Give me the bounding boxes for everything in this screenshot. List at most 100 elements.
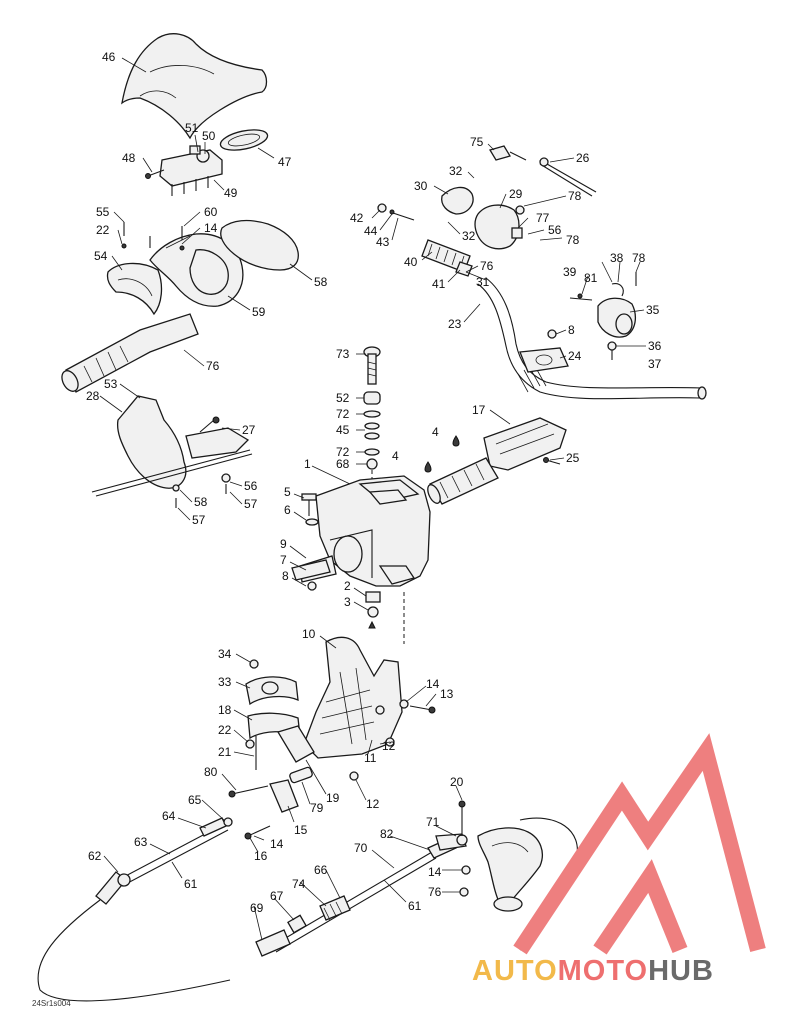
callout-39: 39 <box>563 265 577 279</box>
callout-21: 21 <box>218 745 232 759</box>
callout-5: 5 <box>284 485 291 499</box>
watermark-logo: AUTOMOTOHUB <box>472 733 766 987</box>
callout-48: 48 <box>122 151 136 165</box>
part-50-51-switch-small <box>189 145 210 163</box>
part-53-28-bracket <box>91 395 253 497</box>
part-19-79-linkage <box>277 725 315 784</box>
callout-63: 63 <box>134 835 148 849</box>
callout-24: 24 <box>568 349 582 363</box>
watermark-text-hub: HUB <box>648 955 714 987</box>
callout-18: 18 <box>218 703 232 717</box>
callout-76a: 76 <box>480 259 494 273</box>
callout-75: 75 <box>470 135 484 149</box>
part-48-screw <box>145 169 165 179</box>
callout-2: 2 <box>344 579 351 593</box>
callout-38: 38 <box>610 251 624 265</box>
callout-82: 82 <box>380 827 394 841</box>
callout-76b: 76 <box>206 359 220 373</box>
callout-37: 37 <box>648 357 662 371</box>
part-12-nut <box>349 771 359 781</box>
callout-65: 65 <box>188 793 202 807</box>
callout-41: 41 <box>432 277 446 291</box>
callout-40: 40 <box>404 255 418 269</box>
callout-14b: 14 <box>426 677 440 691</box>
part-61-throttle-cable <box>37 817 231 1002</box>
callout-51: 51 <box>185 121 199 135</box>
callout-72a: 72 <box>336 407 350 421</box>
callout-44: 44 <box>364 224 378 238</box>
callout-4a: 4 <box>432 425 439 439</box>
part-65-nut <box>223 817 233 827</box>
callout-59: 59 <box>252 305 266 319</box>
callout-58: 58 <box>314 275 328 289</box>
callout-leaders <box>99 57 646 941</box>
callout-61a: 61 <box>184 877 198 891</box>
callout-29: 29 <box>509 187 523 201</box>
callout-79: 79 <box>310 801 324 815</box>
part-56-57-hardware-left <box>172 473 231 508</box>
callout-7: 7 <box>280 553 287 567</box>
callout-22a: 22 <box>96 223 110 237</box>
callout-73: 73 <box>336 347 350 361</box>
callout-42: 42 <box>350 211 364 225</box>
callout-66: 66 <box>314 863 328 877</box>
part-33-clamp-upper <box>245 676 299 706</box>
callout-72b: 72 <box>336 445 350 459</box>
callout-11: 11 <box>364 751 377 765</box>
callout-78a: 78 <box>568 189 582 203</box>
callout-69: 69 <box>250 901 264 915</box>
lever-assembly-right <box>477 817 578 951</box>
callout-76c: 76 <box>428 885 442 899</box>
callout-labels: 46 51 50 47 48 49 75 26 32 30 29 78 42 4… <box>86 50 662 915</box>
callout-61b: 61 <box>408 899 422 913</box>
callout-20: 20 <box>450 775 464 789</box>
callout-58b: 58 <box>194 495 208 509</box>
callout-77: 77 <box>536 211 550 225</box>
callout-25: 25 <box>566 451 580 465</box>
callout-57b: 57 <box>192 513 206 527</box>
part-14-76-washer-nut <box>459 865 471 897</box>
part-23-handlebar <box>477 277 707 400</box>
callout-70: 70 <box>354 841 368 855</box>
part-4-drops <box>424 435 460 473</box>
callout-8a: 8 <box>568 323 575 337</box>
callout-64: 64 <box>162 809 176 823</box>
callout-1: 1 <box>304 457 311 471</box>
part-2-3-nut <box>365 591 381 629</box>
callout-14a: 14 <box>204 221 218 235</box>
callout-15: 15 <box>294 823 308 837</box>
callout-17: 17 <box>472 403 486 417</box>
svg-text:AUTOMOTOHUB: AUTOMOTOHUB <box>472 955 714 987</box>
callout-6: 6 <box>284 503 291 517</box>
part-49-switch-block <box>159 149 223 196</box>
part-75-26-cable-end <box>489 145 597 197</box>
watermark-triangle-icon <box>513 733 766 955</box>
callout-16: 16 <box>254 849 268 863</box>
callout-35: 35 <box>646 303 660 317</box>
part-24-clamp <box>519 347 569 373</box>
callout-57a: 57 <box>244 497 258 511</box>
callout-8b: 8 <box>282 569 289 583</box>
watermark-text-auto: AUTO <box>472 955 558 987</box>
part-47-gasket <box>219 129 269 151</box>
part-40-grip <box>421 239 473 277</box>
callout-56b: 56 <box>244 479 258 493</box>
callout-81: 81 <box>584 271 598 285</box>
callout-43: 43 <box>376 235 390 249</box>
callout-26: 26 <box>576 151 590 165</box>
part-70-choke-cable <box>255 837 457 957</box>
callout-22b: 22 <box>218 723 232 737</box>
callout-49: 49 <box>224 186 238 200</box>
callout-31: 31 <box>476 275 490 289</box>
callout-54: 54 <box>94 249 108 263</box>
part-73-68-fastener-stack <box>363 346 381 486</box>
callout-12b: 12 <box>366 797 380 811</box>
callout-74: 74 <box>292 877 306 891</box>
callout-62: 62 <box>88 849 102 863</box>
callout-27: 27 <box>242 423 256 437</box>
callout-34: 34 <box>218 647 232 661</box>
callout-45: 45 <box>336 423 350 437</box>
callout-10: 10 <box>302 627 316 641</box>
callout-80: 80 <box>204 765 218 779</box>
